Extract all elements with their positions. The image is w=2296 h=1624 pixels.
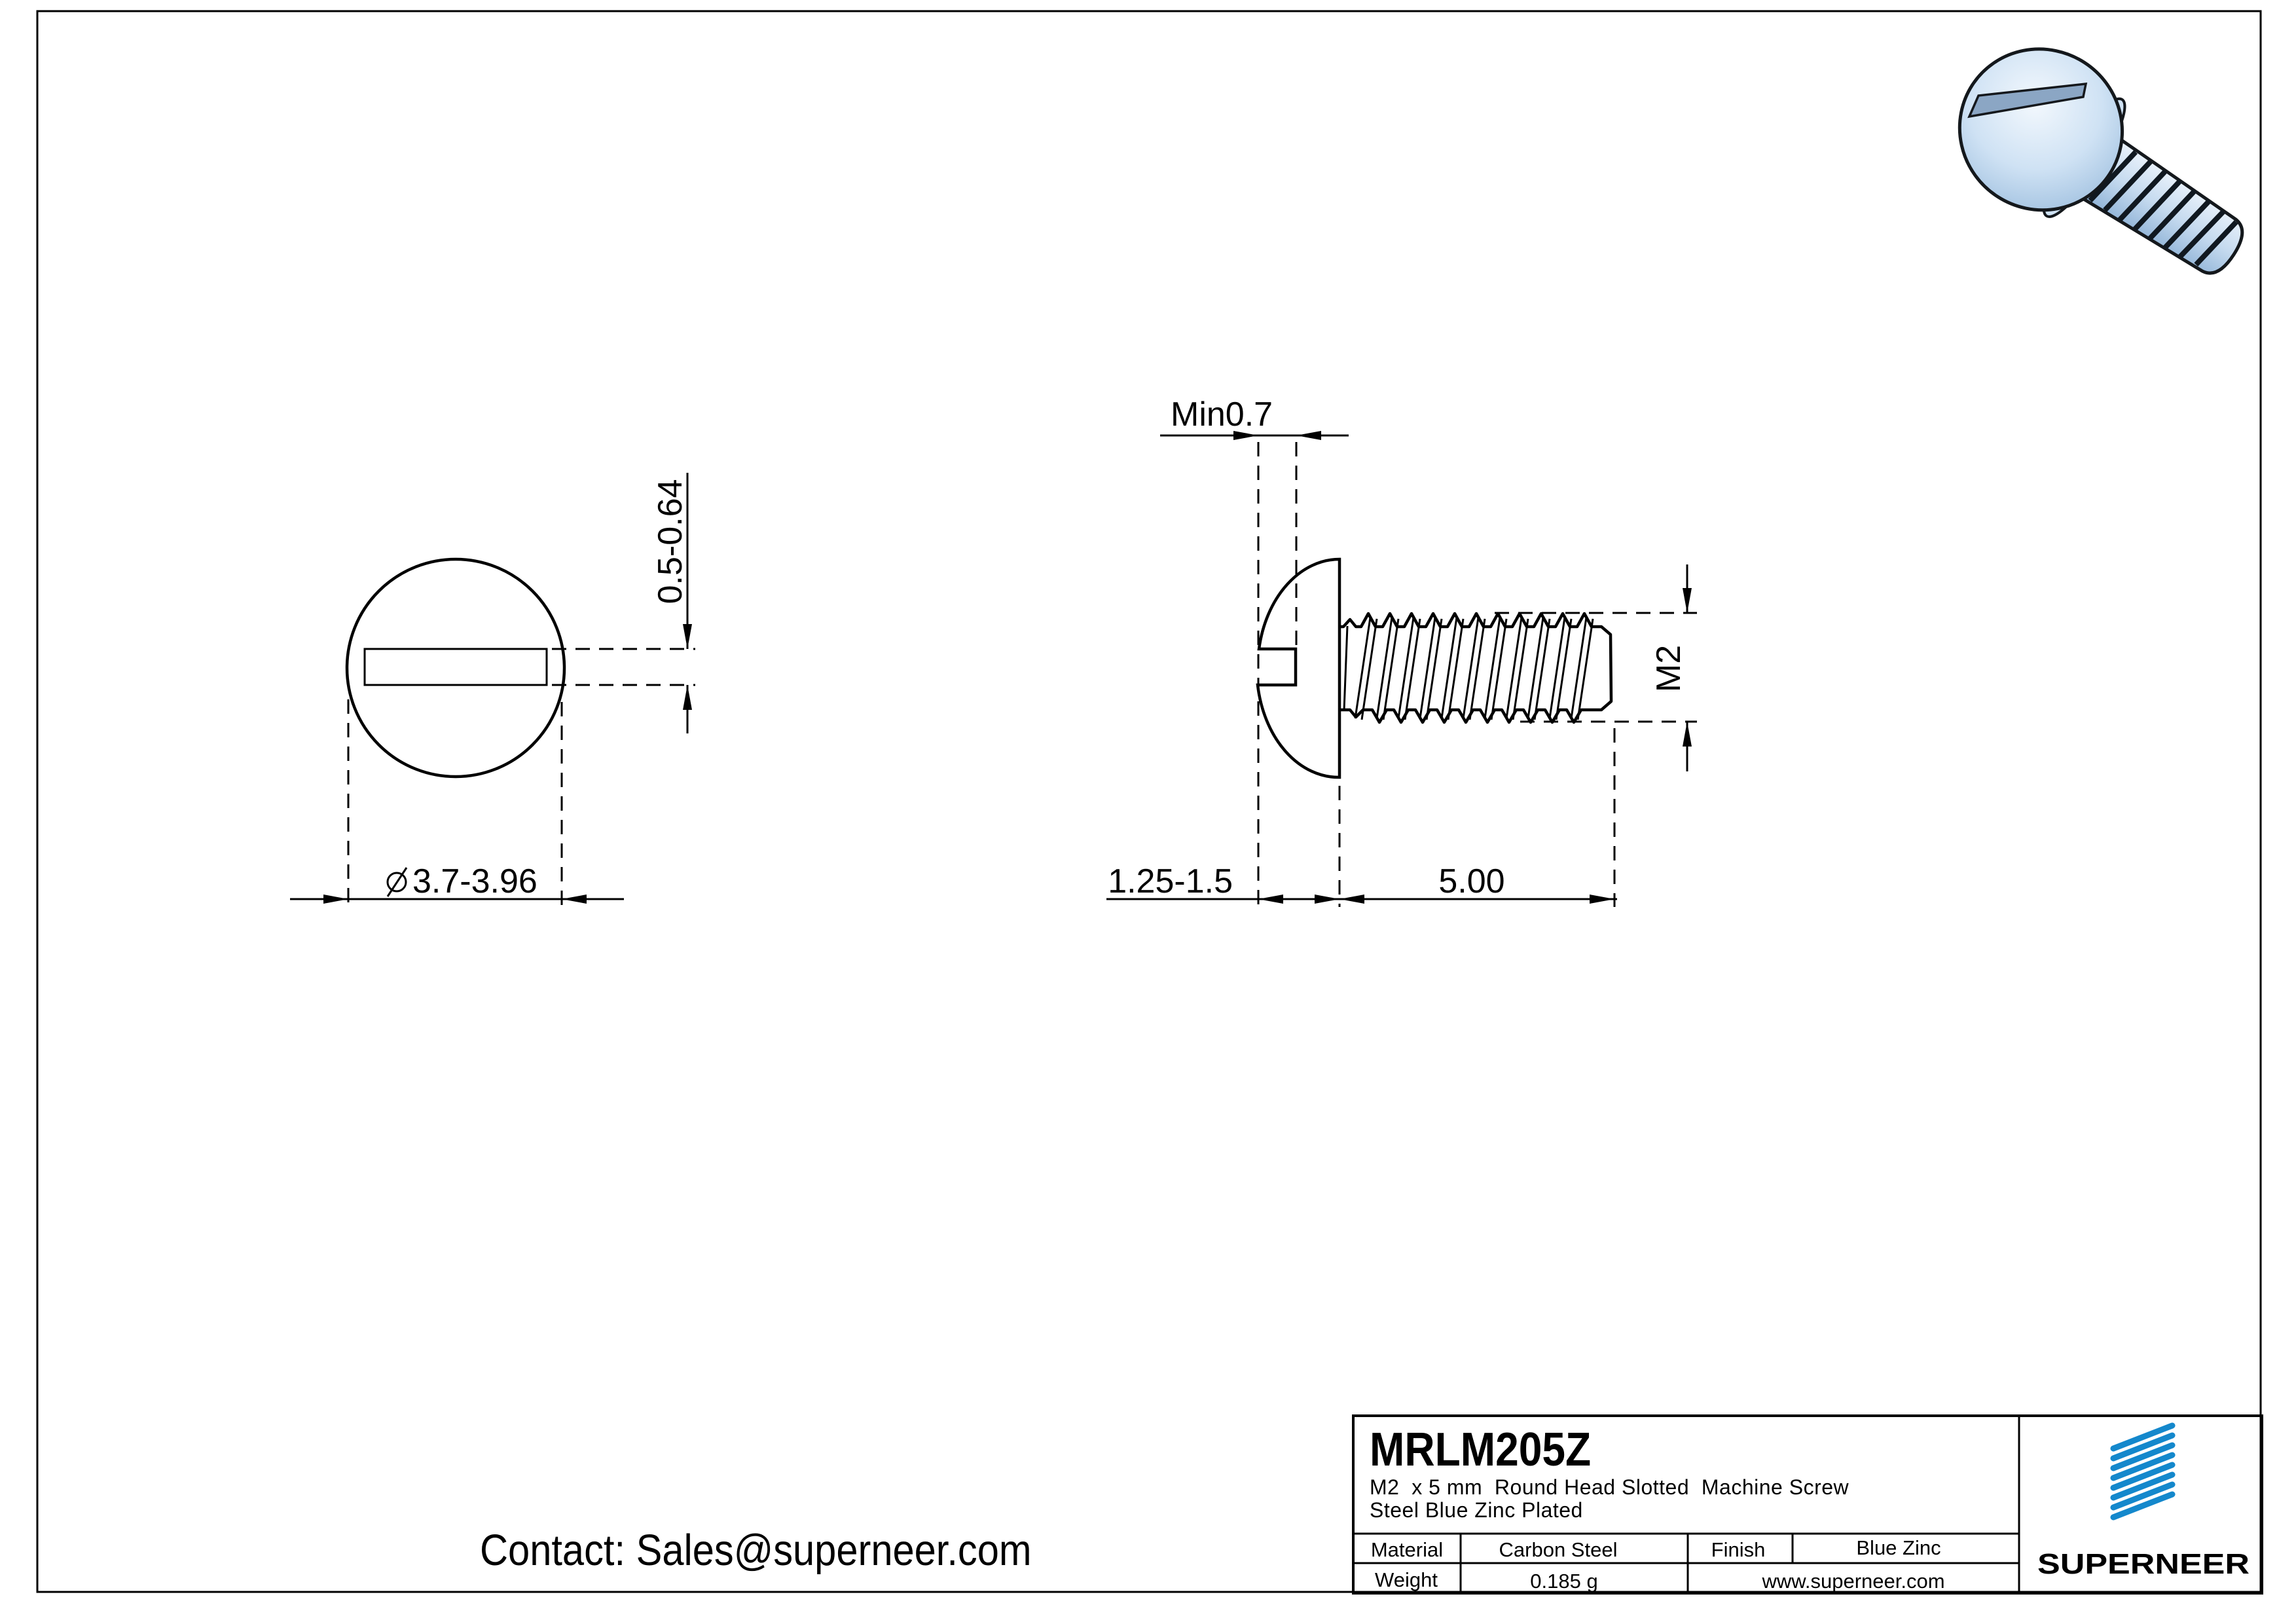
arrow-right-icon <box>1590 895 1614 904</box>
thread-flank-line <box>1462 617 1480 719</box>
material-value: Carbon Steel <box>1499 1538 1618 1561</box>
slot-depth-dim: Min0.7 <box>1171 396 1273 434</box>
head-diameter-dim: 3.7-3.96 <box>412 862 538 900</box>
arrow-left-icon <box>1296 431 1321 440</box>
thread-flank-line <box>1490 618 1508 720</box>
arrow-right-icon <box>323 895 348 904</box>
thread-flank-line <box>1440 617 1458 719</box>
thread-flank-line <box>1468 618 1486 720</box>
page-border <box>36 10 2262 1593</box>
head-profile <box>1256 557 1341 779</box>
arrow-down-icon <box>1683 588 1692 613</box>
head-slot-groove <box>1967 82 2088 119</box>
part-number: MRLM205Z <box>1370 1424 1591 1476</box>
logo-stripes-icon <box>2110 1422 2176 1521</box>
side-view: Min0.7 1.25-1.5 5.00 M2 <box>1106 396 1697 907</box>
title-block-border <box>1352 1414 2263 1595</box>
head-circle <box>345 557 566 779</box>
product-photo <box>1958 47 2244 275</box>
slot-front <box>363 648 548 686</box>
thread-length-dim: 5.00 <box>1438 862 1504 900</box>
finish-value: Blue Zinc <box>1856 1536 1941 1559</box>
thread-flank-line <box>1397 617 1415 719</box>
thread-flank-line <box>1404 618 1421 720</box>
brand-logo: SUPERNEER <box>2037 1422 2250 1580</box>
contact-email[interactable]: Contact: Sales@superneer.com <box>480 1526 1032 1575</box>
thread-flank-line <box>1484 617 1501 719</box>
arrow-up-icon <box>1683 722 1692 747</box>
arrow-down-icon <box>683 624 692 649</box>
arrow-left-icon <box>1258 895 1283 904</box>
front-view: 0.5-0.64 3.7-3.96 <box>290 473 695 910</box>
thread-flank-line <box>1512 618 1529 720</box>
thread-flank-line <box>1419 617 1436 719</box>
thread-flank-line <box>1576 618 1594 720</box>
thread-flank-line <box>1354 617 1372 719</box>
thread-flank-line <box>1555 618 1573 720</box>
title-block: MRLM205Z M2 x 5 mm Round Head Slotted Ma… <box>1352 1414 2263 1595</box>
thread-flank-line <box>1533 618 1551 720</box>
thread-flank-line <box>1447 618 1465 720</box>
finish-label: Finish <box>1711 1538 1766 1561</box>
description-line1: M2 x 5 mm Round Head Slotted Machine Scr… <box>1370 1475 1850 1499</box>
head-height-dim: 1.25-1.5 <box>1108 862 1233 900</box>
thread-flank-line <box>1570 617 1588 719</box>
material-label: Material <box>1371 1538 1443 1561</box>
threaded-shank <box>1339 612 1613 724</box>
arrow-right-icon <box>1233 431 1258 440</box>
website-link[interactable]: www.superneer.com <box>1761 1570 1944 1593</box>
thread-flank-line <box>1425 618 1443 720</box>
description-line2: Steel Blue Zinc Plated <box>1370 1498 1583 1522</box>
thread-flank-line <box>1505 617 1523 719</box>
arrow-right-icon <box>1315 895 1339 904</box>
thread-runout-line <box>1343 625 1349 711</box>
weight-label: Weight <box>1375 1568 1438 1591</box>
arrow-left-icon <box>562 895 587 904</box>
thread-flank-line <box>1527 617 1544 719</box>
diameter-symbol <box>386 867 408 897</box>
thread-flank-line <box>1382 618 1400 720</box>
brand-name: SUPERNEER <box>2037 1548 2250 1580</box>
arrow-left-icon <box>1339 895 1364 904</box>
arrow-up-icon <box>683 685 692 710</box>
thread-size-dim: M2 <box>1650 645 1688 692</box>
slot-thickness-dim: 0.5-0.64 <box>651 479 689 604</box>
weight-value: 0.185 g <box>1530 1570 1597 1593</box>
thread-silhouette <box>1339 612 1613 724</box>
thread-flank-line <box>1548 617 1566 719</box>
thread-flank-line <box>1360 618 1378 720</box>
thread-flank-line <box>1376 617 1393 719</box>
